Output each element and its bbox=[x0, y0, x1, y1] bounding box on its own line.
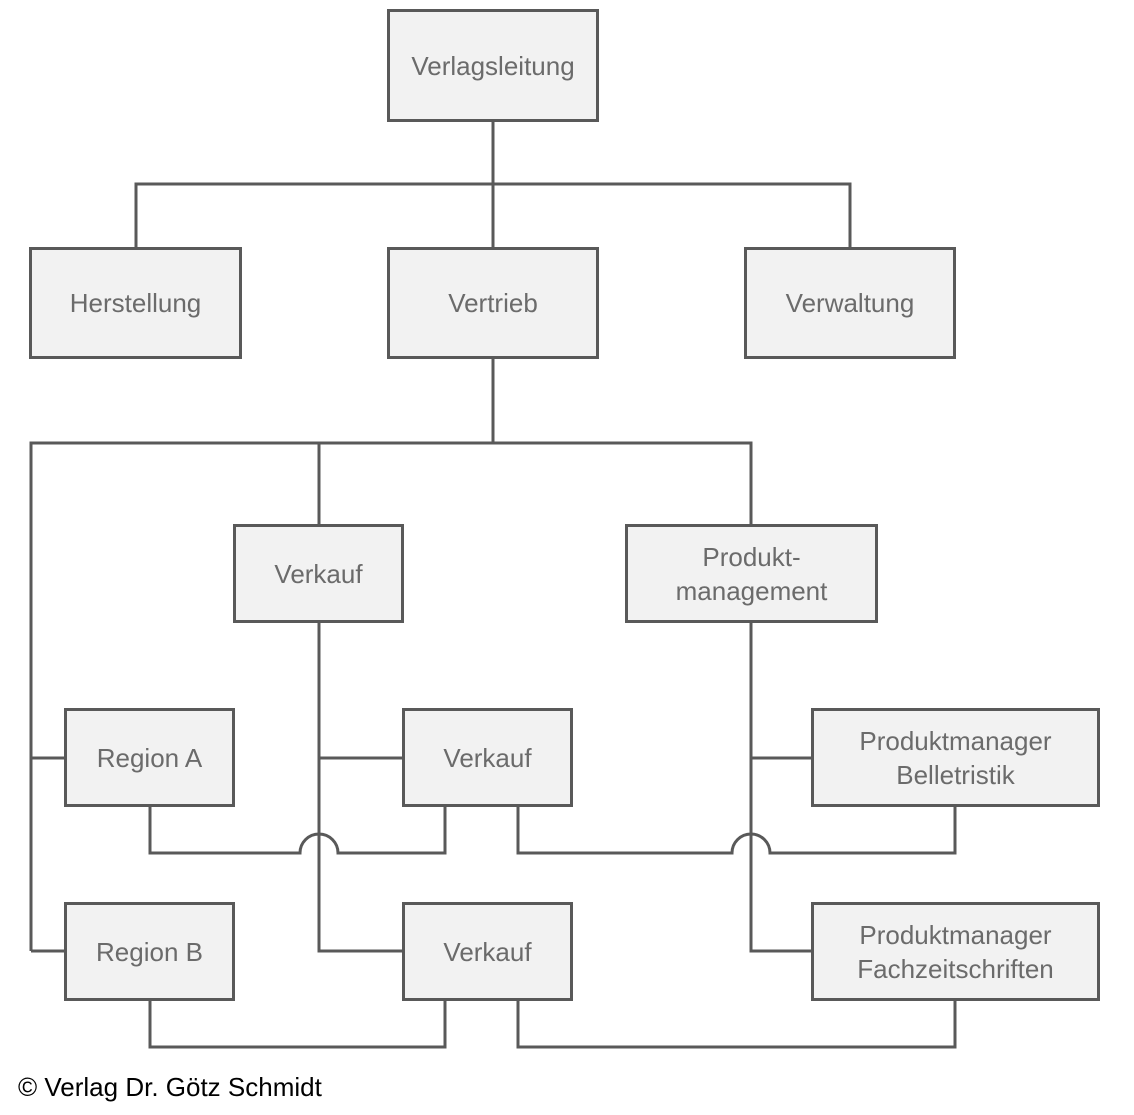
connector-pm-spine bbox=[749, 622, 812, 953]
node-produktmanagement: Produkt- management bbox=[625, 524, 878, 623]
node-pm-belletristik: Produktmanager Belletristik bbox=[811, 708, 1100, 807]
node-pm-fachzeitschriften: Produktmanager Fachzeitschriften bbox=[811, 902, 1100, 1001]
node-verwaltung: Verwaltung bbox=[744, 247, 956, 359]
connector-verkauf-spine bbox=[317, 622, 403, 953]
node-verlagsleitung: Verlagsleitung bbox=[387, 9, 599, 122]
node-verkauf-region-a: Verkauf bbox=[402, 708, 573, 807]
node-herstellung: Herstellung bbox=[29, 247, 242, 359]
copyright-notice: © Verlag Dr. Götz Schmidt bbox=[18, 1072, 322, 1102]
connector-verkauf-a-pm bbox=[516, 806, 957, 855]
node-region-b: Region B bbox=[64, 902, 235, 1001]
node-verkauf: Verkauf bbox=[233, 524, 404, 623]
node-region-a: Region A bbox=[64, 708, 235, 807]
connector-region-a-verkauf bbox=[148, 806, 447, 855]
node-verkauf-region-b: Verkauf bbox=[402, 902, 573, 1001]
connector-vertrieb bbox=[29, 358, 753, 951]
connector-top bbox=[134, 121, 852, 248]
connector-region-b-verkauf bbox=[148, 1000, 447, 1049]
node-vertrieb: Vertrieb bbox=[387, 247, 599, 359]
connector-verkauf-b-pm bbox=[516, 1000, 957, 1049]
